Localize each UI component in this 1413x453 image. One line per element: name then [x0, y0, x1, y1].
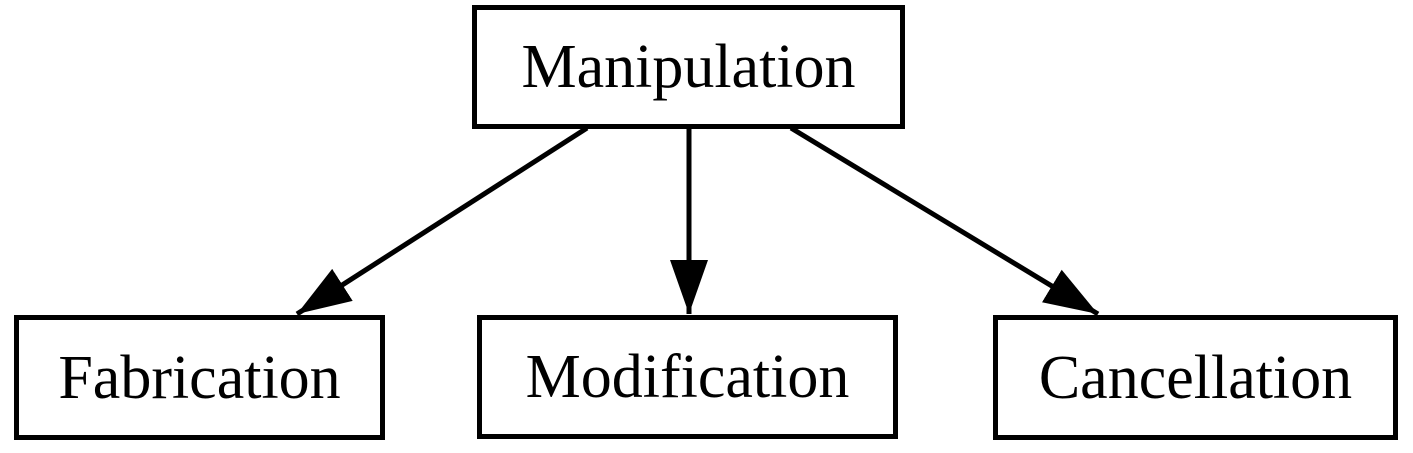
node-manipulation-label: Manipulation [521, 33, 856, 101]
node-modification: Modification [477, 315, 898, 439]
node-manipulation: Manipulation [472, 5, 905, 129]
node-fabrication-label: Fabrication [58, 343, 341, 412]
node-cancellation-label: Cancellation [1038, 343, 1353, 412]
node-fabrication: Fabrication [14, 315, 385, 440]
edge-manipulation-fabrication [295, 125, 589, 317]
edge-manipulation-cancellation [789, 125, 1100, 317]
node-cancellation: Cancellation [993, 315, 1398, 440]
node-modification-label: Modification [525, 343, 850, 411]
